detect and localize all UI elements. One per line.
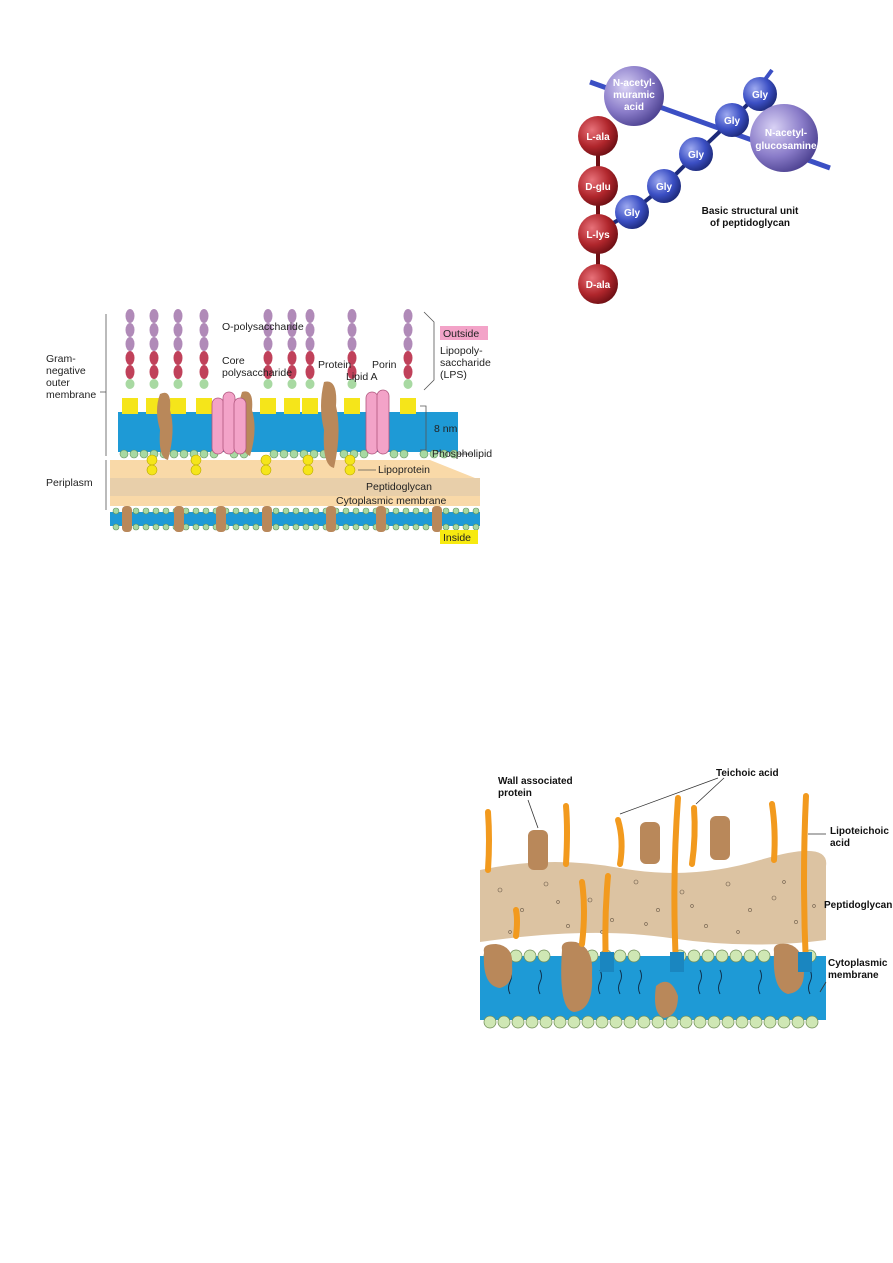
periplasm-upper-band bbox=[110, 460, 480, 480]
amino-acid-sphere-4 bbox=[578, 264, 618, 304]
lipid-a-label: Lipid A bbox=[346, 371, 378, 383]
gly-sphere-2 bbox=[715, 103, 749, 137]
cytoplasmic-membrane-bilayer bbox=[110, 512, 480, 526]
nag-label-2: glucosamine bbox=[755, 141, 817, 152]
lipoproteins bbox=[146, 454, 356, 476]
membrane-protein-3 bbox=[655, 981, 678, 1018]
outside-tag bbox=[440, 326, 488, 340]
cytoplasmic-membrane-label-2: membrane bbox=[828, 970, 879, 981]
peptidoglycan-unit-svg: N-acetyl- muramic acid Gly Gly N-acetyl-… bbox=[578, 66, 831, 304]
gly-label-1: Gly bbox=[752, 90, 769, 101]
amino-acid-sphere-1 bbox=[578, 116, 618, 156]
wall-associated-protein-1 bbox=[528, 830, 548, 870]
core-polysaccharide-label-1: Core bbox=[222, 355, 245, 367]
inside-tag bbox=[440, 530, 478, 544]
nam-label-2: muramic bbox=[613, 90, 655, 101]
gly-label-5: Gly bbox=[624, 208, 641, 219]
lps-label-1: Lipopoly- bbox=[440, 345, 483, 357]
o-polysaccharide-label: O-polysaccharide bbox=[222, 321, 304, 333]
gly-label-2: Gly bbox=[724, 116, 741, 127]
outer-membrane-headgroups bbox=[119, 449, 459, 459]
peptidoglycan-wall bbox=[480, 850, 827, 945]
amino-acid-sphere-3 bbox=[578, 214, 618, 254]
outer-membrane-protein-3 bbox=[321, 381, 339, 468]
gram-negative-label-2: negative bbox=[46, 365, 86, 377]
phospholipid-label: Phospholipid bbox=[432, 448, 492, 460]
outer-membrane-protein-1 bbox=[157, 392, 173, 460]
peptidoglycan-label: Peptidoglycan bbox=[824, 900, 892, 911]
thickness-bracket bbox=[420, 405, 427, 451]
amino-acid-sphere-2 bbox=[578, 166, 618, 206]
gram-negative-svg: Gram- negative outer membrane Periplasm … bbox=[46, 309, 492, 544]
gly-sphere-1 bbox=[743, 77, 777, 111]
gram-negative-envelope-diagram: Gram- negative outer membrane Periplasm … bbox=[40, 300, 520, 550]
amino-acid-label-2: D-glu bbox=[585, 182, 611, 193]
porin-left bbox=[211, 391, 247, 455]
lipoprotein-label: Lipoprotein bbox=[378, 464, 430, 476]
lipoteichoic-anchors bbox=[600, 952, 812, 972]
core-polysaccharide-label-2: polysaccharide bbox=[222, 367, 292, 379]
membrane-lipid-tails bbox=[508, 969, 812, 995]
nam-label-1: N-acetyl- bbox=[613, 78, 655, 89]
amino-acid-label-4: D-ala bbox=[586, 280, 611, 291]
gram-negative-label-4: membrane bbox=[46, 389, 96, 401]
n-acetylmuramic-acid-sphere bbox=[604, 66, 664, 126]
peptidoglycan-layer bbox=[110, 478, 480, 496]
outside-label: Outside bbox=[443, 328, 479, 340]
gly-sphere-3 bbox=[679, 137, 713, 171]
peptidoglycan-label: Peptidoglycan bbox=[366, 481, 432, 493]
gly-sphere-4 bbox=[647, 169, 681, 203]
cytoplasmic-membrane-bilayer bbox=[480, 956, 826, 1020]
peptidoglycan-caption-1: Basic structural unit bbox=[702, 206, 799, 217]
protein-label: Protein bbox=[318, 359, 351, 371]
outer-membrane-bilayer bbox=[118, 412, 458, 452]
thickness-label: 8 nm bbox=[434, 423, 458, 435]
teichoic-acid-chains bbox=[485, 801, 778, 947]
wall-associated-protein-label-1: Wall associated bbox=[498, 776, 573, 787]
membrane-protein-4 bbox=[773, 943, 804, 994]
gly-label-4: Gly bbox=[656, 182, 673, 193]
cytoplasmic-membrane-label-1: Cytoplasmic bbox=[828, 958, 888, 969]
gly-sphere-5 bbox=[615, 195, 649, 229]
membrane-protein-1 bbox=[483, 944, 513, 988]
wall-associated-protein-label-2: protein bbox=[498, 788, 532, 799]
wall-associated-protein-3 bbox=[710, 816, 730, 860]
lps-bracket bbox=[423, 311, 435, 391]
porin-label: Porin bbox=[372, 359, 397, 371]
gram-negative-label-3: outer bbox=[46, 377, 70, 389]
gram-positive-wall-diagram: Wall associated protein Teichoic acid Li… bbox=[470, 760, 893, 1040]
peptidoglycan-caption-2: of peptidoglycan bbox=[710, 218, 790, 229]
lipoteichoic-acid-label-2: acid bbox=[830, 838, 850, 849]
peptidoglycan-texture bbox=[497, 879, 816, 934]
nag-label-1: N-acetyl- bbox=[765, 128, 807, 139]
nam-label-3: acid bbox=[624, 102, 644, 113]
teichoic-acid-label: Teichoic acid bbox=[716, 768, 779, 779]
wall-associated-protein-2 bbox=[640, 822, 660, 864]
lps-label-2: saccharide bbox=[440, 357, 491, 369]
gly-label-3: Gly bbox=[688, 150, 705, 161]
cytoplasmic-membrane-proteins bbox=[122, 506, 442, 532]
inside-label: Inside bbox=[443, 532, 471, 544]
membrane-headgroups bbox=[483, 949, 819, 1029]
lps-label-3: (LPS) bbox=[440, 369, 467, 381]
n-acetylglucosamine-sphere bbox=[750, 104, 818, 172]
peptidoglycan-unit-diagram: N-acetyl- muramic acid Gly Gly N-acetyl-… bbox=[560, 60, 850, 310]
gram-negative-label-1: Gram- bbox=[46, 353, 76, 365]
membrane-protein-2 bbox=[561, 941, 593, 1012]
cytoplasmic-membrane-label: Cytoplasmic membrane bbox=[336, 495, 446, 507]
lps-chains bbox=[122, 309, 416, 414]
periplasm-label: Periplasm bbox=[46, 477, 93, 489]
amino-acid-label-1: L-ala bbox=[586, 132, 610, 143]
amino-acid-label-3: L-lys bbox=[586, 230, 610, 241]
lipoteichoic-acid-label-1: Lipoteichoic bbox=[830, 826, 889, 837]
gram-positive-svg: Wall associated protein Teichoic acid Li… bbox=[480, 768, 892, 1029]
periplasm-lower-band bbox=[110, 496, 480, 506]
porin-right bbox=[365, 389, 390, 455]
